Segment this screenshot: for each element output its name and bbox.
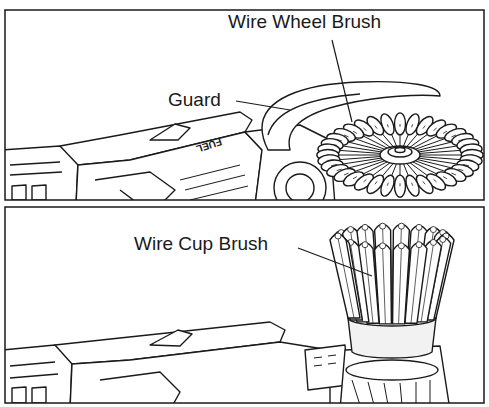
panel-frame bbox=[5, 10, 484, 200]
part-label: Wire Cup Brush bbox=[134, 234, 268, 255]
bristle-tuft bbox=[393, 243, 410, 324]
cup-panel-art bbox=[5, 223, 454, 403]
bristle-tuft bbox=[330, 233, 360, 318]
panel-frame bbox=[5, 207, 484, 403]
wheel-panel-art bbox=[5, 82, 483, 200]
bristle-tuft bbox=[395, 113, 406, 146]
bristle-tuft bbox=[395, 164, 406, 197]
part-label: Guard bbox=[168, 90, 221, 111]
bristle-tuft bbox=[378, 164, 397, 198]
part-label: Wire Wheel Brush bbox=[228, 12, 381, 33]
bristle-tuft bbox=[403, 164, 422, 198]
